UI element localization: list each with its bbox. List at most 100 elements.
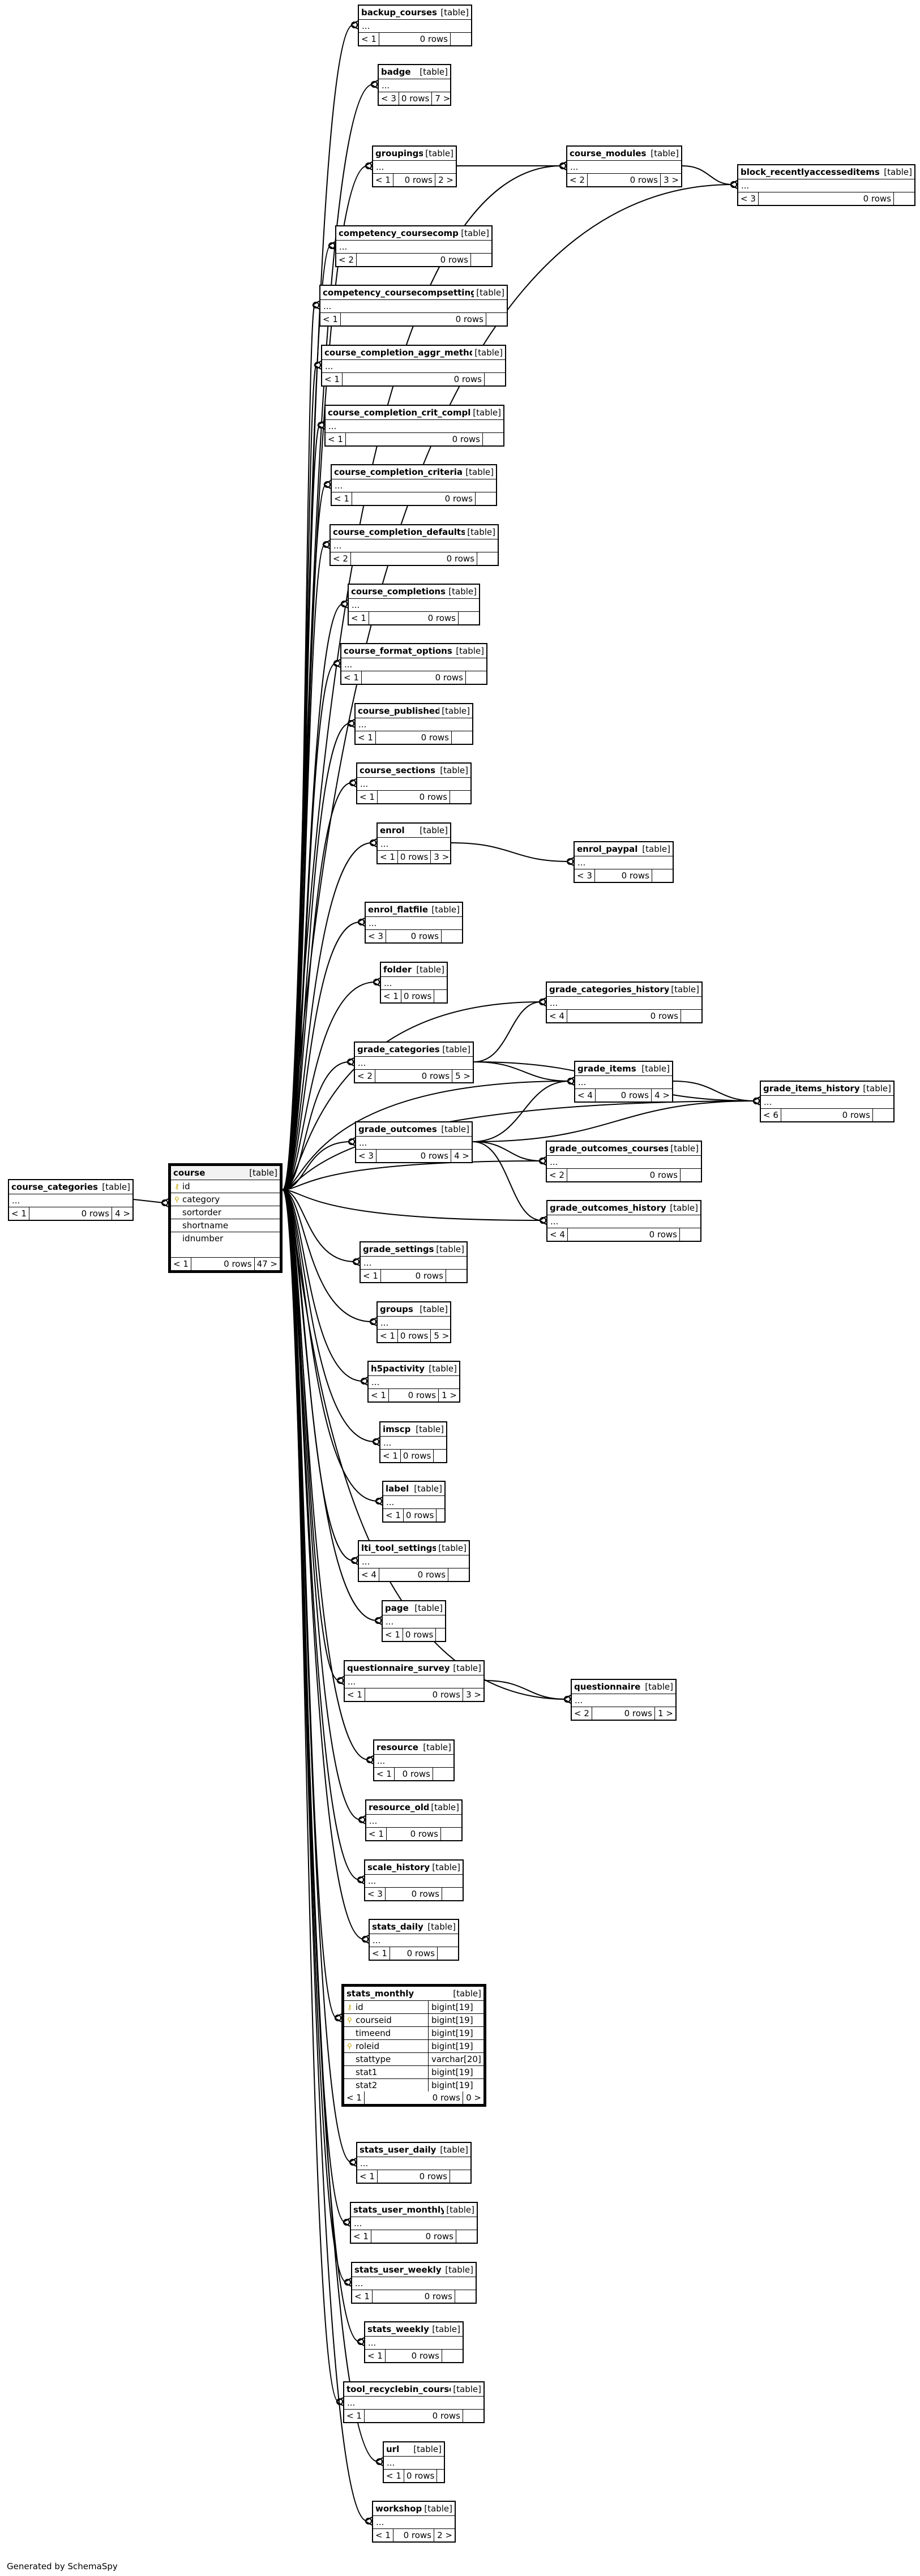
- children-count[interactable]: [459, 612, 479, 624]
- children-count[interactable]: [438, 1947, 458, 1960]
- children-count[interactable]: [681, 1169, 701, 1181]
- column-shortname[interactable]: shortname: [171, 1219, 280, 1232]
- table-block_recentlyaccesseditems[interactable]: block_recentlyaccesseditems[table]...< 3…: [737, 164, 915, 206]
- children-count[interactable]: [433, 1768, 453, 1780]
- children-count[interactable]: 4 >: [115, 1208, 130, 1219]
- children-count[interactable]: 47 >: [256, 1259, 277, 1269]
- children-count[interactable]: [441, 1828, 461, 1840]
- parents-count[interactable]: < 4: [547, 1228, 568, 1241]
- parents-count[interactable]: < 1: [357, 2170, 378, 2183]
- parents-count[interactable]: < 6: [761, 1109, 781, 1121]
- children-count[interactable]: [873, 1109, 893, 1121]
- parents-count[interactable]: < 1: [320, 313, 341, 325]
- parents-count[interactable]: < 1: [373, 2529, 393, 2541]
- column-id[interactable]: ⚷id: [171, 1180, 280, 1193]
- parents-count[interactable]: < 1: [9, 1207, 29, 1220]
- children-count[interactable]: 5 >: [455, 1071, 470, 1081]
- children-count[interactable]: 1 >: [658, 1708, 673, 1718]
- parents-count[interactable]: < 3: [356, 1150, 376, 1162]
- parents-count[interactable]: < 4: [575, 1089, 596, 1101]
- parents-count[interactable]: < 1: [378, 1330, 398, 1342]
- children-count[interactable]: [442, 1888, 463, 1900]
- children-count[interactable]: [456, 2230, 477, 2243]
- children-count[interactable]: [448, 1568, 469, 1581]
- parents-count[interactable]: < 1: [344, 2410, 365, 2422]
- table-course_completion_aggr_methd[interactable]: course_completion_aggr_methd[table]...< …: [321, 345, 506, 387]
- children-count[interactable]: 3 >: [434, 852, 450, 862]
- parents-count[interactable]: < 2: [331, 552, 351, 565]
- table-course_completion_crit_compl[interactable]: course_completion_crit_compl[table]...< …: [324, 405, 504, 447]
- children-count[interactable]: [451, 33, 471, 45]
- parents-count[interactable]: < 2: [547, 1169, 567, 1181]
- parents-count[interactable]: < 1: [326, 433, 346, 445]
- children-count[interactable]: [442, 930, 462, 942]
- children-count[interactable]: [436, 1628, 445, 1641]
- children-count[interactable]: 3 >: [466, 1690, 481, 1700]
- children-count[interactable]: 2 >: [438, 175, 453, 185]
- column-sortorder[interactable]: sortorder: [171, 1206, 280, 1219]
- parents-count[interactable]: < 2: [567, 174, 588, 186]
- parents-count[interactable]: < 1: [361, 1270, 381, 1282]
- children-count[interactable]: [483, 433, 503, 445]
- children-count[interactable]: 5 >: [434, 1331, 450, 1341]
- parents-count[interactable]: < 1: [357, 791, 378, 803]
- children-count[interactable]: [894, 192, 914, 205]
- children-count[interactable]: [466, 671, 486, 684]
- parents-count[interactable]: < 1: [383, 1628, 403, 1641]
- children-count[interactable]: [450, 2170, 470, 2183]
- children-count[interactable]: 0 >: [466, 2093, 481, 2103]
- children-count[interactable]: [652, 869, 673, 882]
- parents-count[interactable]: < 3: [575, 869, 595, 882]
- parents-count[interactable]: < 1: [322, 373, 343, 385]
- parents-count[interactable]: < 1: [378, 851, 398, 863]
- children-count[interactable]: [680, 1228, 700, 1241]
- children-count[interactable]: 7 >: [435, 93, 450, 104]
- children-count[interactable]: [477, 552, 498, 565]
- parents-count[interactable]: < 2: [336, 254, 357, 266]
- parents-count[interactable]: < 1: [344, 2091, 365, 2104]
- parents-count[interactable]: < 1: [374, 1768, 395, 1780]
- parents-count[interactable]: < 1: [383, 1509, 404, 1521]
- parents-count[interactable]: < 1: [345, 1688, 365, 1701]
- children-count[interactable]: [442, 2350, 463, 2362]
- table-competency_coursecompsetting[interactable]: competency_coursecompsetting[table]...< …: [319, 285, 508, 327]
- children-count[interactable]: [455, 2290, 476, 2303]
- parents-count[interactable]: < 1: [351, 2230, 371, 2243]
- children-count[interactable]: [434, 990, 447, 1002]
